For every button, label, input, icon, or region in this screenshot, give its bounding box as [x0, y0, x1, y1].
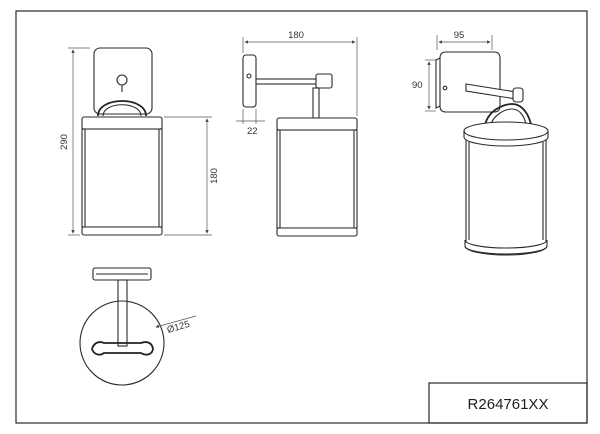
plate-width-label: 95 [454, 30, 465, 41]
dim-shade-diameter: Ø125 [155, 315, 197, 336]
plate-depth-label: 22 [247, 126, 258, 137]
dim-total-height: 290 [59, 47, 90, 236]
drawing-frame [15, 10, 588, 424]
product-code: R264761XX [468, 396, 549, 413]
shade-height-label: 180 [209, 168, 220, 184]
projection-label: 180 [288, 30, 304, 41]
plate-height-label: 90 [412, 80, 423, 91]
top-view: Ø125 [79, 267, 197, 386]
perspective-view: 95 90 [412, 30, 549, 256]
front-view: 290 180 [59, 47, 220, 236]
dim-shade-height: 180 [164, 116, 220, 236]
dim-plate-width: 95 [436, 30, 493, 50]
shade-diameter-label: Ø125 [166, 319, 191, 336]
total-height-label: 290 [59, 134, 70, 150]
side-view: 180 22 [236, 30, 358, 237]
title-block: R264761XX [428, 382, 588, 424]
dim-projection: 180 [242, 30, 358, 116]
dim-plate-height: 90 [412, 59, 436, 112]
dim-plate-depth: 22 [236, 109, 265, 137]
